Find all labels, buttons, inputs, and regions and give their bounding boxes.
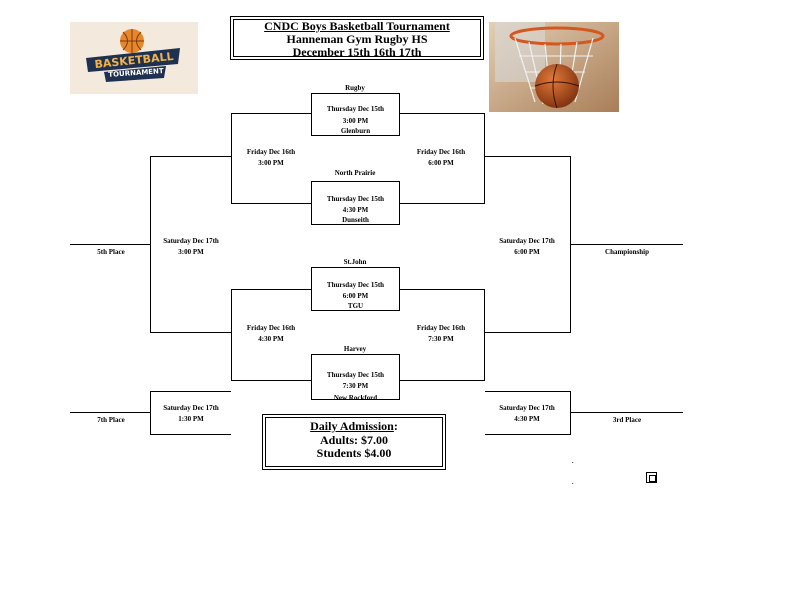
tournament-logo: BASKETBALL TOURNAMENT <box>70 22 198 94</box>
team-label: TGU <box>347 302 364 310</box>
fifth-place-label: 5th Place <box>97 248 125 256</box>
first-round-game-4: Thursday Dec 15th 7:30 PM New Rockford <box>311 354 400 402</box>
tournament-title-box: CNDC Boys Basketball Tournament Hanneman… <box>230 16 484 60</box>
first-round-game-1: Thursday Dec 15th 3:00 PM Glenburn <box>311 93 400 136</box>
second-round-time: 7:30 PM <box>428 335 454 343</box>
saturday-day: Saturday Dec 17th <box>499 404 555 412</box>
championship-label: Championship <box>605 248 649 256</box>
admission-heading-colon: : <box>393 419 398 433</box>
team-label: New Rockford <box>333 394 378 402</box>
saturday-time: 1:30 PM <box>178 415 204 423</box>
team-label: North Prairie <box>334 169 376 177</box>
team-label: St.John <box>343 258 367 266</box>
team-label: Rugby <box>345 84 365 92</box>
first-round-game-2: Thursday Dec 15th 4:30 PM Dunseith <box>311 181 400 225</box>
game-day: Thursday Dec 15th <box>326 105 385 113</box>
second-round-day: Friday Dec 16th <box>416 148 466 156</box>
admission-box: Daily Admission: Adults: $7.00 Students … <box>262 414 446 470</box>
saturday-day: Saturday Dec 17th <box>163 404 219 412</box>
game-time: 6:00 PM <box>342 292 369 300</box>
second-round-day: Friday Dec 16th <box>416 324 466 332</box>
hoop-photo <box>489 22 619 112</box>
student-price: Students $4.00 <box>316 446 392 460</box>
game-time: 4:30 PM <box>342 206 369 214</box>
saturday-time: 3:00 PM <box>178 248 204 256</box>
saturday-time: 6:00 PM <box>514 248 540 256</box>
second-round-day: Friday Dec 16th <box>246 148 296 156</box>
seventh-place-label: 7th Place <box>97 416 125 424</box>
stray-dot: . <box>572 480 574 486</box>
game-day: Thursday Dec 15th <box>326 281 385 289</box>
admission-heading-text: Daily Admission <box>310 419 394 433</box>
game-day: Thursday Dec 15th <box>326 371 385 379</box>
second-round-day: Friday Dec 16th <box>246 324 296 332</box>
second-round-time: 4:30 PM <box>258 335 284 343</box>
third-place-label: 3rd Place <box>612 416 642 424</box>
stray-dot: . <box>572 459 574 465</box>
team-label: Harvey <box>343 345 367 353</box>
tournament-location: Hanneman Gym Rugby HS <box>286 32 428 46</box>
game-time: 7:30 PM <box>342 382 369 390</box>
tournament-title: CNDC Boys Basketball Tournament <box>264 19 450 33</box>
game-day: Thursday Dec 15th <box>326 195 385 203</box>
admission-heading: Daily Admission: <box>263 420 445 433</box>
second-round-time: 6:00 PM <box>428 159 454 167</box>
first-round-game-3: Thursday Dec 15th 6:00 PM TGU <box>311 267 400 311</box>
checkbox-icon <box>646 472 657 483</box>
team-label: Glenburn <box>340 127 371 135</box>
tournament-dates: December 15th 16th 17th <box>292 45 422 59</box>
saturday-day: Saturday Dec 17th <box>499 237 555 245</box>
second-round-time: 3:00 PM <box>258 159 284 167</box>
game-time: 3:00 PM <box>342 117 369 125</box>
team-label: Dunseith <box>342 216 369 224</box>
saturday-time: 4:30 PM <box>514 415 540 423</box>
saturday-day: Saturday Dec 17th <box>163 237 219 245</box>
adult-price: Adults: $7.00 <box>319 433 388 447</box>
